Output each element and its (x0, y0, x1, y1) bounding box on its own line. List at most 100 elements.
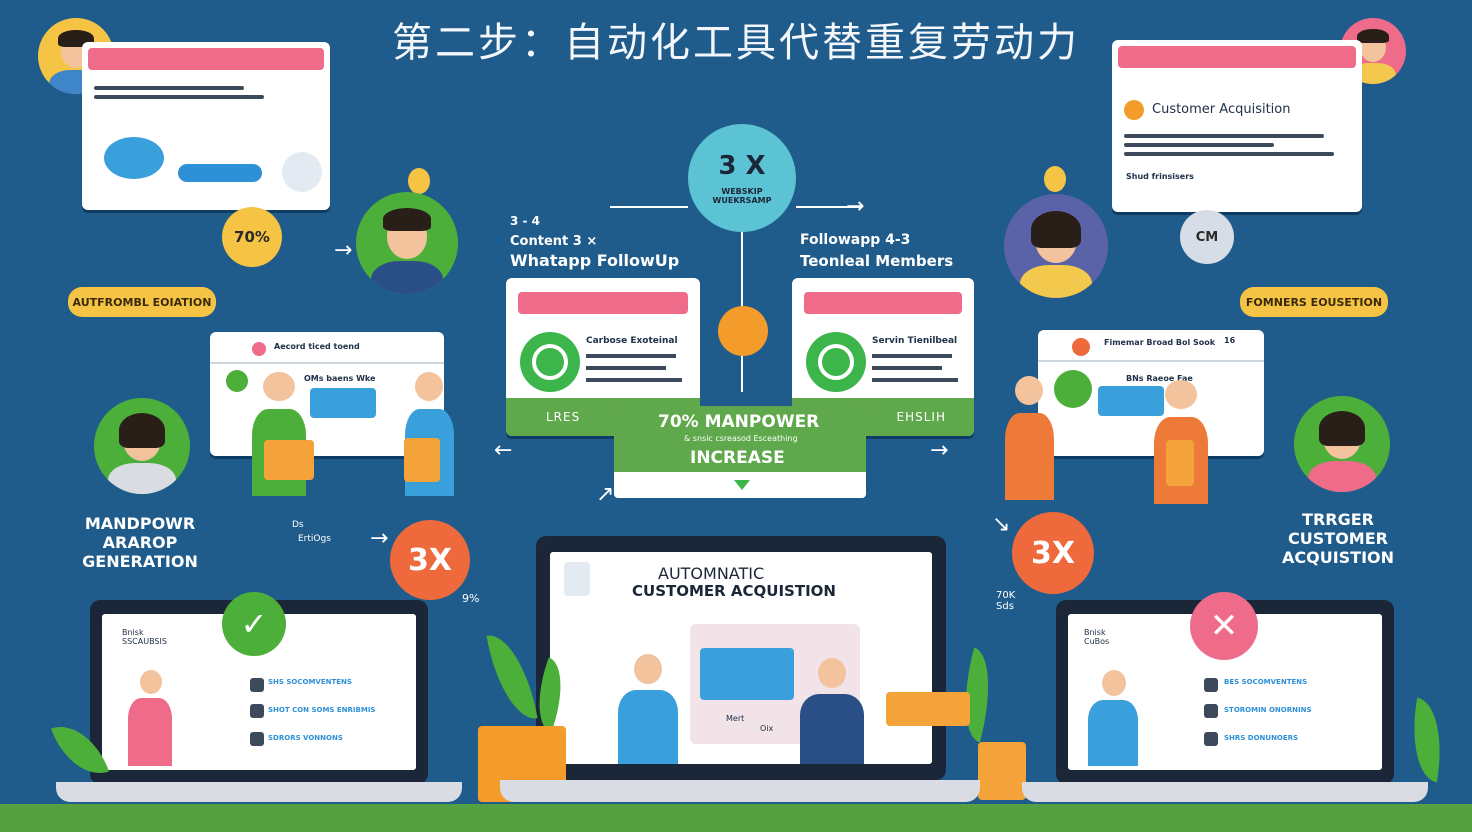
manpower-line3: INCREASE (690, 448, 785, 468)
multiplier-circle: 3 X WEBSKIP WUEKRSAMP (688, 124, 796, 232)
team-avatar-right (994, 368, 1064, 500)
card-dot-icon (1072, 338, 1090, 356)
plant-leaf-icon (486, 629, 538, 725)
center-laptop: AUTOMNATIC CUSTOMER ACQUISTION Mert Oix (536, 536, 946, 780)
top-left-card (82, 42, 330, 210)
man-figure (800, 658, 864, 764)
laptop-base (500, 780, 980, 802)
laptop-row: SHRS DONUNOERS (1224, 734, 1299, 742)
right-pill-label: FOMNERS EOUSETION (1240, 287, 1388, 317)
laptop-row: BES SOCOMVENTENS (1224, 678, 1308, 686)
connector-line-left (610, 206, 688, 208)
laptop-row: SDRORS VONNONS (268, 734, 343, 742)
laptop-row: STOROMIN ONORNINS (1224, 706, 1312, 714)
bubble-text: BNs Raeoe Fae (1126, 374, 1193, 383)
whatsapp-icon (520, 332, 580, 392)
arrow-icon: → (370, 526, 389, 551)
card-badge-icon (1124, 100, 1144, 120)
list-bullet-icon (250, 732, 264, 746)
man-avatar (356, 192, 458, 294)
laptop-title-1: AUTOMNATIC (658, 564, 765, 583)
whatsapp-card-title: Servin Tienilbeal (872, 336, 958, 346)
card-avatar-icon (282, 152, 322, 192)
cm-badge: CM (1180, 210, 1234, 264)
handshake-icon (718, 306, 768, 356)
laptop-base (56, 782, 462, 802)
multiplier-badge-right: 3X (1012, 512, 1094, 594)
profile-avatar (564, 562, 590, 596)
arrow-icon: ↘ (992, 512, 1011, 537)
small-label: ErtiOgs (298, 534, 331, 544)
laptop-title-2: CUSTOMER ACQUISTION (632, 582, 836, 600)
bubble-text: OMs baens Wke (304, 374, 376, 383)
list-bullet-icon (1204, 678, 1218, 692)
right-woman-avatar (1294, 396, 1390, 492)
woman-avatar (1004, 194, 1108, 298)
card-dot-icon (252, 342, 266, 356)
blue-panel (700, 648, 794, 700)
right-acquisition-label: TRRGER CUSTOMER ACQUISTION (1281, 510, 1395, 567)
percent-badge: 70% (222, 207, 282, 267)
card-title: Customer Acquisition (1152, 102, 1291, 117)
small-percent: 9% (462, 592, 480, 605)
small-note: Oix (760, 724, 774, 733)
arrow-icon: → (930, 438, 949, 463)
arrow-icon: ↗ (596, 482, 615, 507)
small-count: 70K Sds (996, 590, 1016, 612)
box-stack-icon (978, 742, 1026, 800)
box-icon (1166, 440, 1194, 486)
plant-leaf-icon (1403, 697, 1451, 783)
page-title: 第二步：自动化工具代替重复劳动力 (392, 20, 1080, 66)
small-label: Ds (292, 520, 304, 530)
lightbulb-icon (1044, 166, 1066, 192)
left-pill-label: AUTFROMBL EOIATION (68, 287, 216, 317)
laptop-base (1022, 782, 1428, 802)
whatsapp-card-title: Carbose Exoteinal (586, 336, 678, 346)
left-caption: 3 - 4 Content 3 × Whatapp FollowUp (510, 214, 680, 270)
arrow-icon: → (846, 194, 865, 219)
small-note: Mert (726, 714, 745, 723)
laptop-row: SHOT CON SOMS ENRIBMIS (268, 706, 376, 714)
manpower-box: 70% MANPOWER & snsic csreasod Esceathing… (614, 406, 866, 498)
whatsapp-icon (806, 332, 866, 392)
laptop-header: Bnisk CuBos (1084, 628, 1110, 646)
laptop-header: Bnisk SSCAUBSIS (122, 628, 167, 646)
arrow-icon (734, 480, 750, 490)
connector-line-right (796, 206, 860, 208)
card-title: Aecord ticed toend (274, 342, 360, 351)
card-line: Shud frinsisers (1126, 172, 1194, 181)
right-caption: Followapp 4-3 Teonleal Members (800, 232, 954, 270)
blue-chat-bubble (310, 388, 376, 418)
team-avatar-right-2 (1142, 372, 1220, 504)
arrow-icon: → (334, 238, 353, 263)
woman-figure (618, 654, 678, 764)
box-stack-icon (886, 692, 970, 726)
box-icon (264, 440, 314, 480)
floor-strip (0, 804, 1472, 832)
left-generation-label: MANDPOWR ARAROP GENERATION (82, 514, 198, 571)
list-bullet-icon (1204, 732, 1218, 746)
card-header-bar (1118, 46, 1356, 68)
close-icon: ✕ (1190, 592, 1258, 660)
list-bullet-icon (1204, 704, 1218, 718)
blue-chat-bubble (1098, 386, 1164, 416)
card-header-bar (518, 292, 688, 314)
check-icon (1054, 370, 1092, 408)
left-woman-avatar (94, 398, 190, 494)
lightbulb-icon (408, 168, 430, 194)
manpower-line1: 70% MANPOWER (658, 412, 820, 432)
arrow-icon: ← (494, 438, 513, 463)
card-button[interactable] (178, 164, 262, 182)
check-icon: ✓ (222, 592, 286, 656)
card-header-bar (88, 48, 324, 70)
list-bullet-icon (250, 704, 264, 718)
person-avatar (128, 670, 172, 766)
manpower-line2: & snsic csreasod Esceathing (684, 434, 798, 443)
chat-icon (104, 137, 164, 179)
laptop-screen: AUTOMNATIC CUSTOMER ACQUISTION Mert Oix (550, 552, 932, 764)
multiplier-badge-left: 3X (390, 520, 470, 600)
card-title: Fimemar Broad Bol Sook (1104, 338, 1216, 347)
check-icon (226, 370, 248, 392)
laptop-row: SHS SOCOMVENTENS (268, 678, 352, 686)
card-header-bar (804, 292, 962, 314)
